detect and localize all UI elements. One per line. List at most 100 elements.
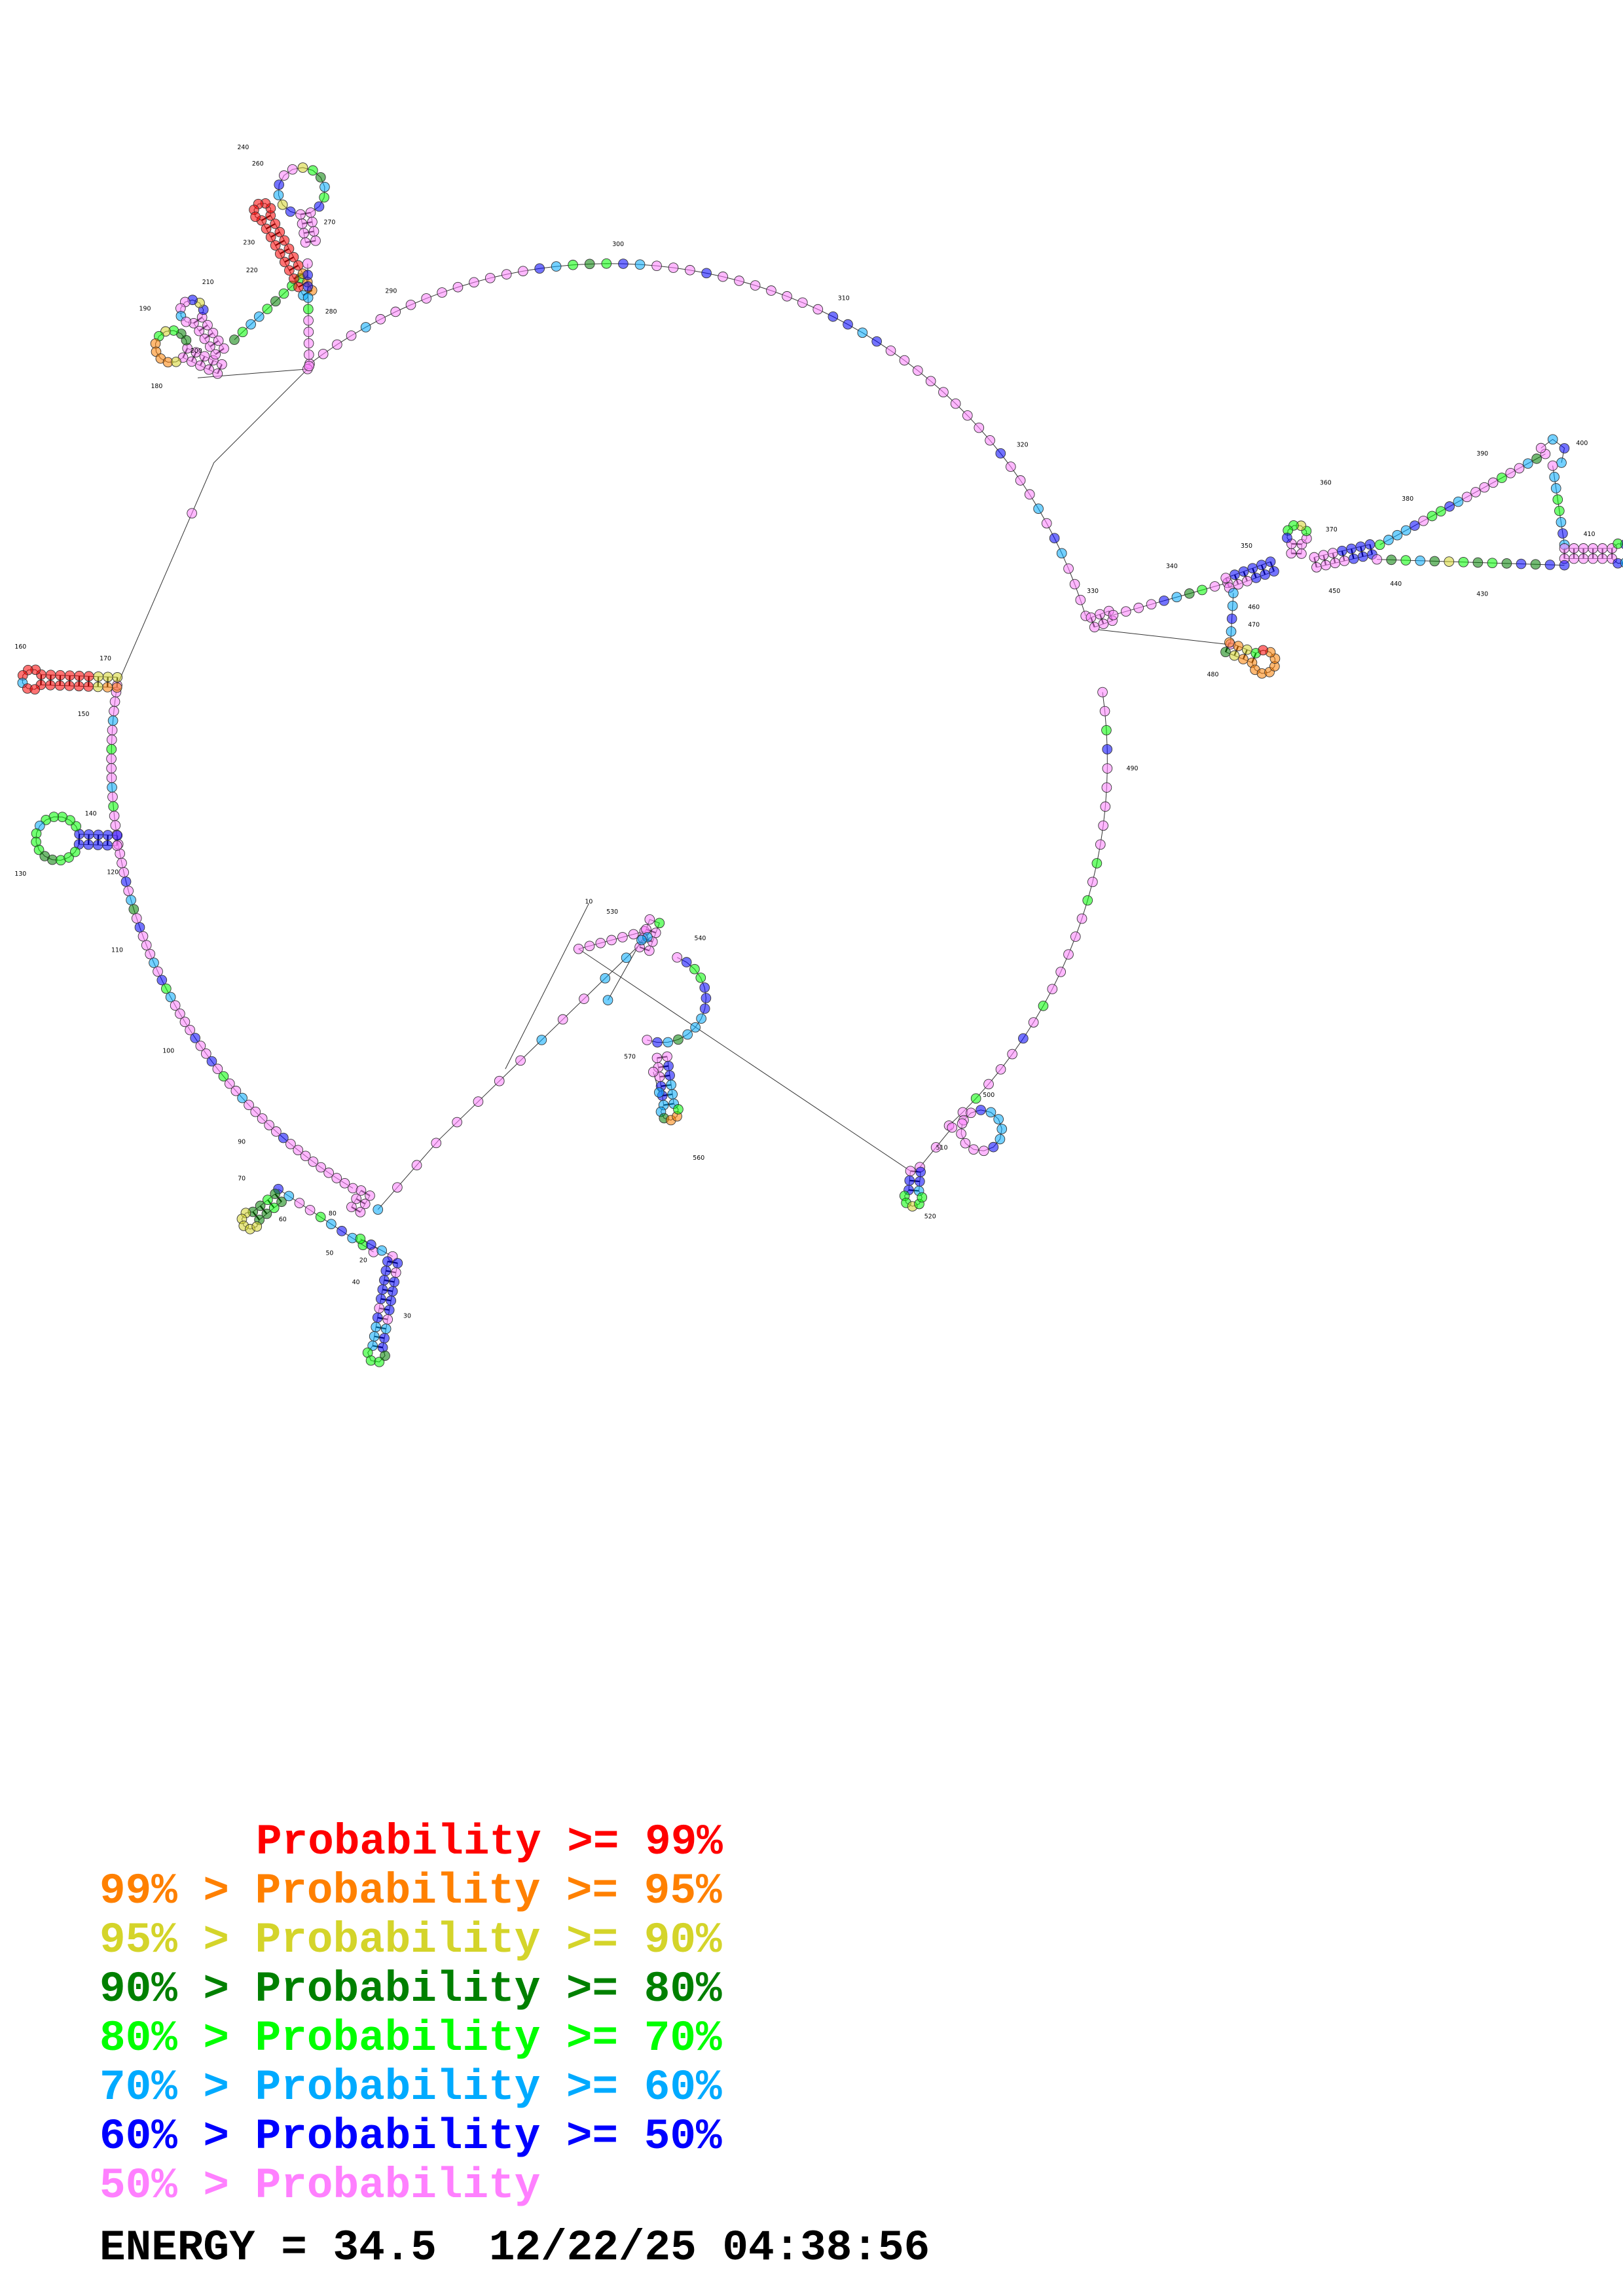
nucleotide [1588, 543, 1598, 554]
nucleotide [551, 261, 562, 272]
nucleotide [534, 263, 545, 274]
nucleotide [1220, 647, 1231, 658]
nucleotide [109, 706, 119, 717]
nucleotide [1531, 454, 1542, 464]
nucleotide [355, 1233, 366, 1244]
nucleotide [431, 1138, 442, 1149]
nucleotide [302, 258, 313, 269]
nucleotide [885, 345, 896, 356]
nucleotide [584, 259, 595, 270]
position-label: 440 [1390, 581, 1402, 588]
legend-line-99: Probability >= 99% [256, 1818, 723, 1867]
nucleotide [83, 681, 94, 692]
nucleotide [595, 938, 606, 948]
nucleotide [930, 1142, 941, 1153]
nucleotide [701, 268, 712, 279]
nucleotide [326, 1219, 337, 1230]
nucleotide [663, 1037, 674, 1048]
nucleotide [473, 1096, 484, 1107]
position-label: 450 [1328, 588, 1340, 595]
nucleotide [270, 1189, 281, 1199]
nucleotide [117, 857, 127, 869]
nucleotide [699, 982, 710, 993]
nucleotide [1516, 558, 1527, 569]
nucleotide [109, 696, 120, 707]
position-label: 570 [624, 1054, 636, 1061]
nucleotide [387, 1286, 398, 1297]
nucleotide [92, 840, 103, 850]
nucleotide [297, 162, 308, 173]
nucleotide [308, 1157, 319, 1167]
position-label: 50 [325, 1249, 333, 1257]
nucleotide [699, 1003, 710, 1014]
nucleotide [1056, 548, 1067, 559]
nucleotide [536, 1035, 547, 1045]
nucleotide [179, 1016, 191, 1028]
nucleotide [199, 351, 210, 362]
position-label: 60 [279, 1216, 287, 1223]
nucleotide [285, 1139, 296, 1149]
nucleotide [371, 1321, 382, 1333]
nucleotide [202, 319, 213, 331]
rna-structure-diagram: 1020304050607080901001101201301401501601… [14, 144, 1623, 1367]
nucleotide [319, 181, 330, 192]
nucleotide [74, 670, 84, 681]
nucleotide [283, 1191, 295, 1202]
nucleotide [1102, 763, 1113, 774]
nucleotide [1230, 569, 1240, 580]
nucleotide [1260, 569, 1271, 580]
nucleotide [1038, 1001, 1049, 1011]
nucleotide [380, 1265, 392, 1276]
nucleotide [287, 164, 298, 175]
nucleotide [237, 327, 248, 338]
nucleotide [1569, 553, 1579, 564]
nucleotide [1530, 559, 1541, 570]
nucleotide [602, 995, 613, 1005]
position-label: 30 [403, 1313, 411, 1320]
nucleotide [988, 1141, 999, 1153]
nucleotide [331, 1173, 342, 1183]
nucleotide [1479, 482, 1490, 493]
nucleotide [701, 993, 712, 1003]
nucleotide [268, 1202, 280, 1213]
position-label: 260 [252, 160, 264, 168]
backbone-line [1113, 582, 1228, 616]
nucleotide [106, 744, 117, 755]
nucleotide [1227, 600, 1238, 611]
nucleotide [452, 281, 464, 293]
position-label: 510 [936, 1144, 948, 1151]
nucleotide [131, 913, 142, 924]
nucleotide [382, 1314, 393, 1325]
nucleotide [92, 681, 103, 692]
nucleotide [1418, 515, 1429, 526]
nucleotide [229, 334, 240, 345]
nucleotide [1550, 483, 1561, 493]
nucleotide [107, 782, 117, 793]
nucleotide [1098, 619, 1109, 630]
nucleotide [45, 670, 56, 681]
nucleotide [319, 192, 329, 203]
nucleotide [584, 941, 595, 952]
nucleotide [208, 327, 219, 338]
nucleotide [1400, 525, 1412, 536]
nucleotide [110, 820, 121, 831]
nucleotide [1229, 650, 1240, 661]
nucleotide-layer [17, 162, 1623, 1367]
nucleotide [915, 1166, 926, 1177]
nucleotide [375, 314, 386, 325]
nucleotide [55, 670, 65, 681]
nucleotide [685, 264, 695, 276]
nucleotide [246, 319, 256, 330]
nucleotide [1089, 622, 1100, 633]
nucleotide [1296, 548, 1307, 559]
nucleotide [106, 753, 117, 764]
nucleotide [355, 1207, 366, 1217]
nucleotide [365, 1355, 376, 1366]
position-label: 390 [1476, 450, 1488, 457]
nucleotide [666, 1079, 676, 1090]
nucleotide [1330, 558, 1341, 569]
nucleotide [106, 734, 117, 745]
nucleotide [1220, 573, 1231, 583]
nucleotide [828, 311, 839, 322]
nucleotide [950, 398, 961, 409]
